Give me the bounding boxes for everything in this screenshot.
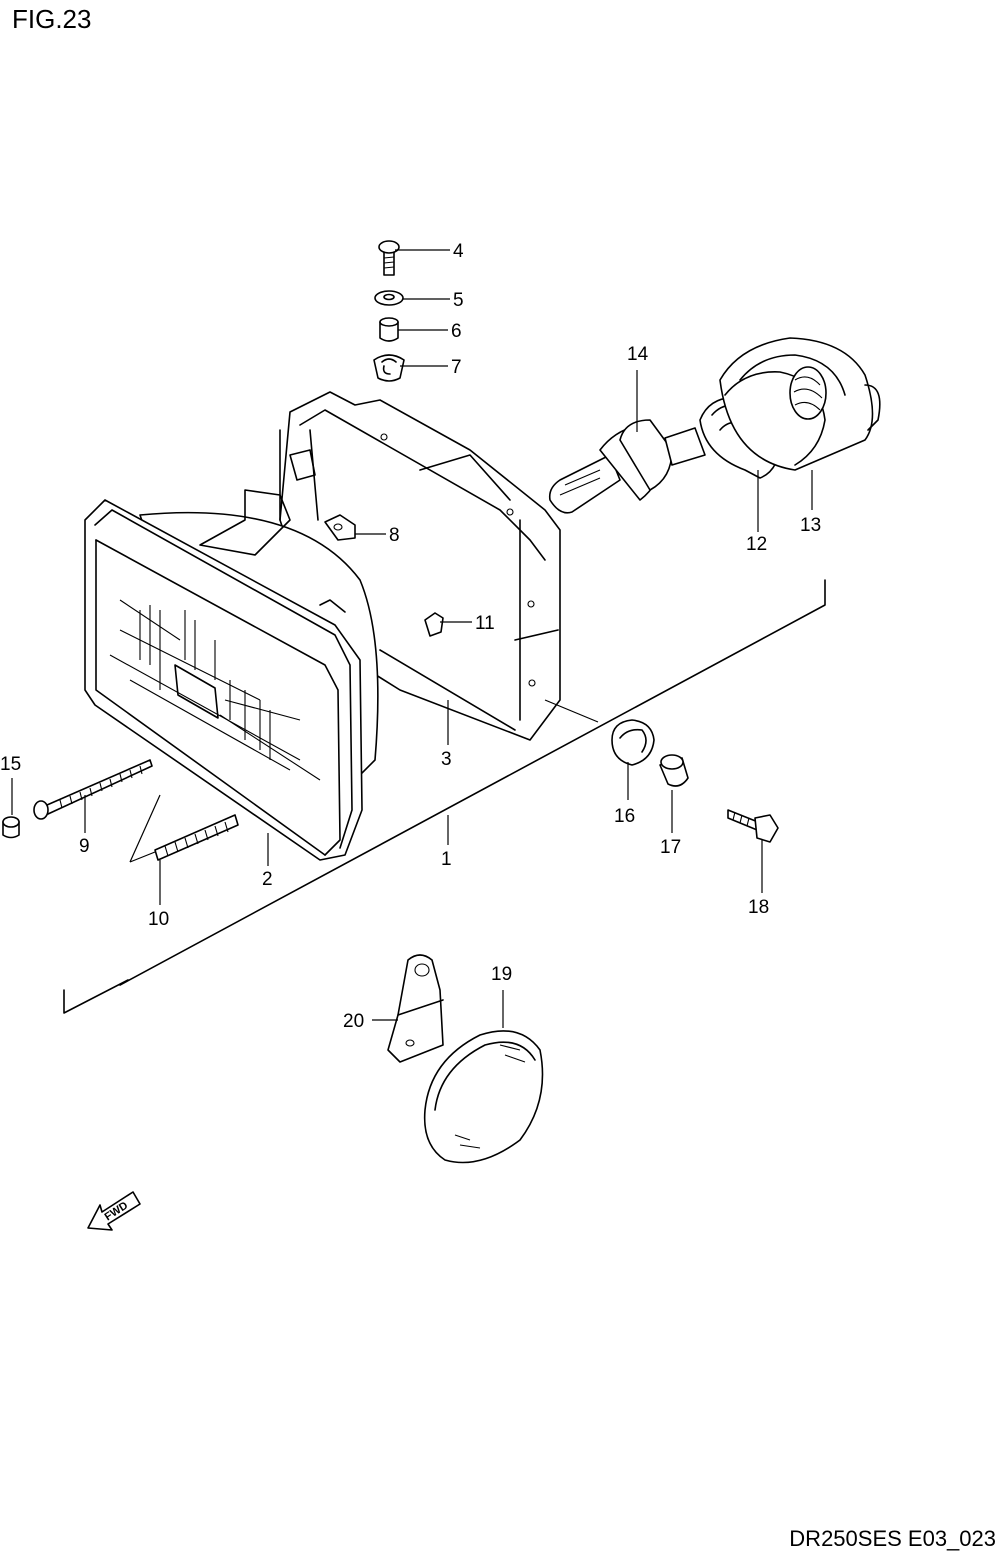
callout-12: 12 <box>746 534 767 555</box>
bolt-18 <box>727 809 779 843</box>
callout-3: 3 <box>441 749 452 770</box>
callout-7: 7 <box>451 357 462 378</box>
assembly-bracket <box>63 579 826 1014</box>
callout-13: 13 <box>800 515 821 536</box>
headlight-lens <box>84 499 363 861</box>
socket-cover-13 <box>719 337 881 471</box>
callout-4: 4 <box>453 241 464 262</box>
callout-1: 1 <box>441 849 452 870</box>
callout-17: 17 <box>660 837 681 858</box>
callout-19: 19 <box>491 964 512 985</box>
callout-labels: 1 2 3 4 5 6 7 8 9 10 11 12 13 14 15 16 1… <box>0 241 821 1032</box>
callout-16: 16 <box>614 806 635 827</box>
callout-6: 6 <box>451 321 462 342</box>
callout-15: 15 <box>0 754 21 775</box>
callout-9: 9 <box>79 836 90 857</box>
callout-14: 14 <box>627 344 649 365</box>
reflector-19 <box>423 1030 544 1164</box>
grommet-7 <box>373 354 405 382</box>
callout-11: 11 <box>475 613 495 634</box>
callout-8: 8 <box>389 525 400 546</box>
clip-nut-11 <box>424 612 444 637</box>
lens-pattern <box>109 599 321 781</box>
callout-18: 18 <box>748 897 769 918</box>
spring-10 <box>129 794 239 863</box>
figure-title: FIG.23 <box>12 4 92 34</box>
clip-nut-8 <box>324 514 356 541</box>
fwd-arrow: FWD <box>87 1191 141 1231</box>
collar-6 <box>379 317 399 342</box>
callout-10: 10 <box>148 909 169 930</box>
bulb-14 <box>548 419 706 514</box>
collar-15 <box>2 816 20 839</box>
drawing-id: DR250SES E03_023 <box>789 1526 996 1551</box>
callout-2: 2 <box>262 869 273 890</box>
washer-5 <box>374 290 404 306</box>
callout-5: 5 <box>453 290 464 311</box>
screw-4 <box>378 240 400 276</box>
bracket-20 <box>387 954 444 1063</box>
leader-lines <box>11 249 813 1028</box>
screw-9 <box>33 759 153 820</box>
collar-17 <box>659 754 689 787</box>
grommet-16 <box>611 719 655 766</box>
callout-20: 20 <box>343 1011 364 1032</box>
